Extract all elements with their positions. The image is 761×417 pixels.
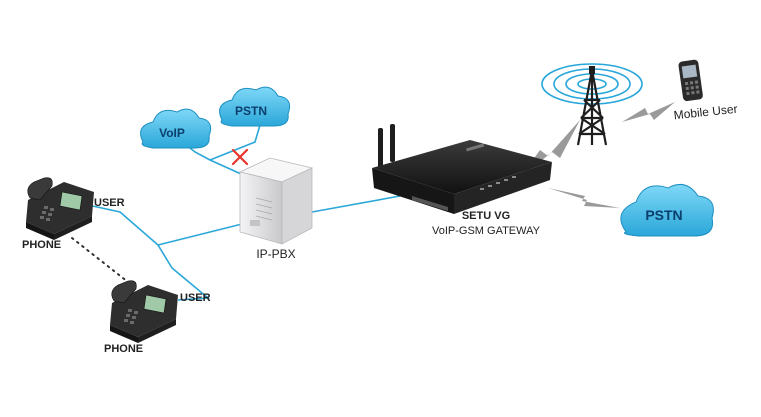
cloud-pstn-right-label: PSTN [645, 207, 682, 223]
label-user-top: USER [94, 197, 125, 209]
label-user-bottom: USER [180, 292, 211, 304]
link-phone-top [87, 204, 159, 246]
link-phone-bottom [157, 244, 211, 301]
cloud-voip-label: VoIP [159, 126, 185, 140]
lightning-tower-mobile [622, 102, 675, 122]
cloud-pstn-top-label: PSTN [235, 104, 267, 118]
label-gateway-subtitle: VoIP-GSM GATEWAY [432, 225, 541, 237]
connection-lines [87, 124, 401, 301]
cloud-pstn-top: PSTN [219, 86, 291, 127]
label-gateway-name: SETU VG [462, 210, 510, 222]
antenna-left [378, 128, 383, 168]
router-icon [372, 124, 552, 214]
desk-phone-icon [26, 177, 94, 240]
red-x-icon [231, 148, 249, 166]
cloud-voip: VoIP [140, 108, 212, 149]
cloud-pstn-right: PSTN [620, 183, 714, 237]
link-cloud-branch [209, 124, 261, 161]
mobile-phone-icon [678, 59, 703, 102]
desk-phone-icon [110, 280, 178, 343]
antenna-right [390, 124, 395, 162]
lightning-gateway-pstn [548, 188, 620, 208]
label-phone-bottom: PHONE [104, 343, 143, 355]
cell-tower-icon [541, 63, 643, 146]
link-pbx-gateway [311, 195, 401, 213]
label-phone-top: PHONE [22, 239, 61, 251]
link-switch-pbx [157, 221, 251, 246]
label-ippbx: IP-PBX [256, 247, 295, 261]
label-mobile-user: Mobile User [673, 102, 738, 123]
server-box-icon [238, 157, 314, 245]
dotted-link-phones [71, 237, 129, 283]
